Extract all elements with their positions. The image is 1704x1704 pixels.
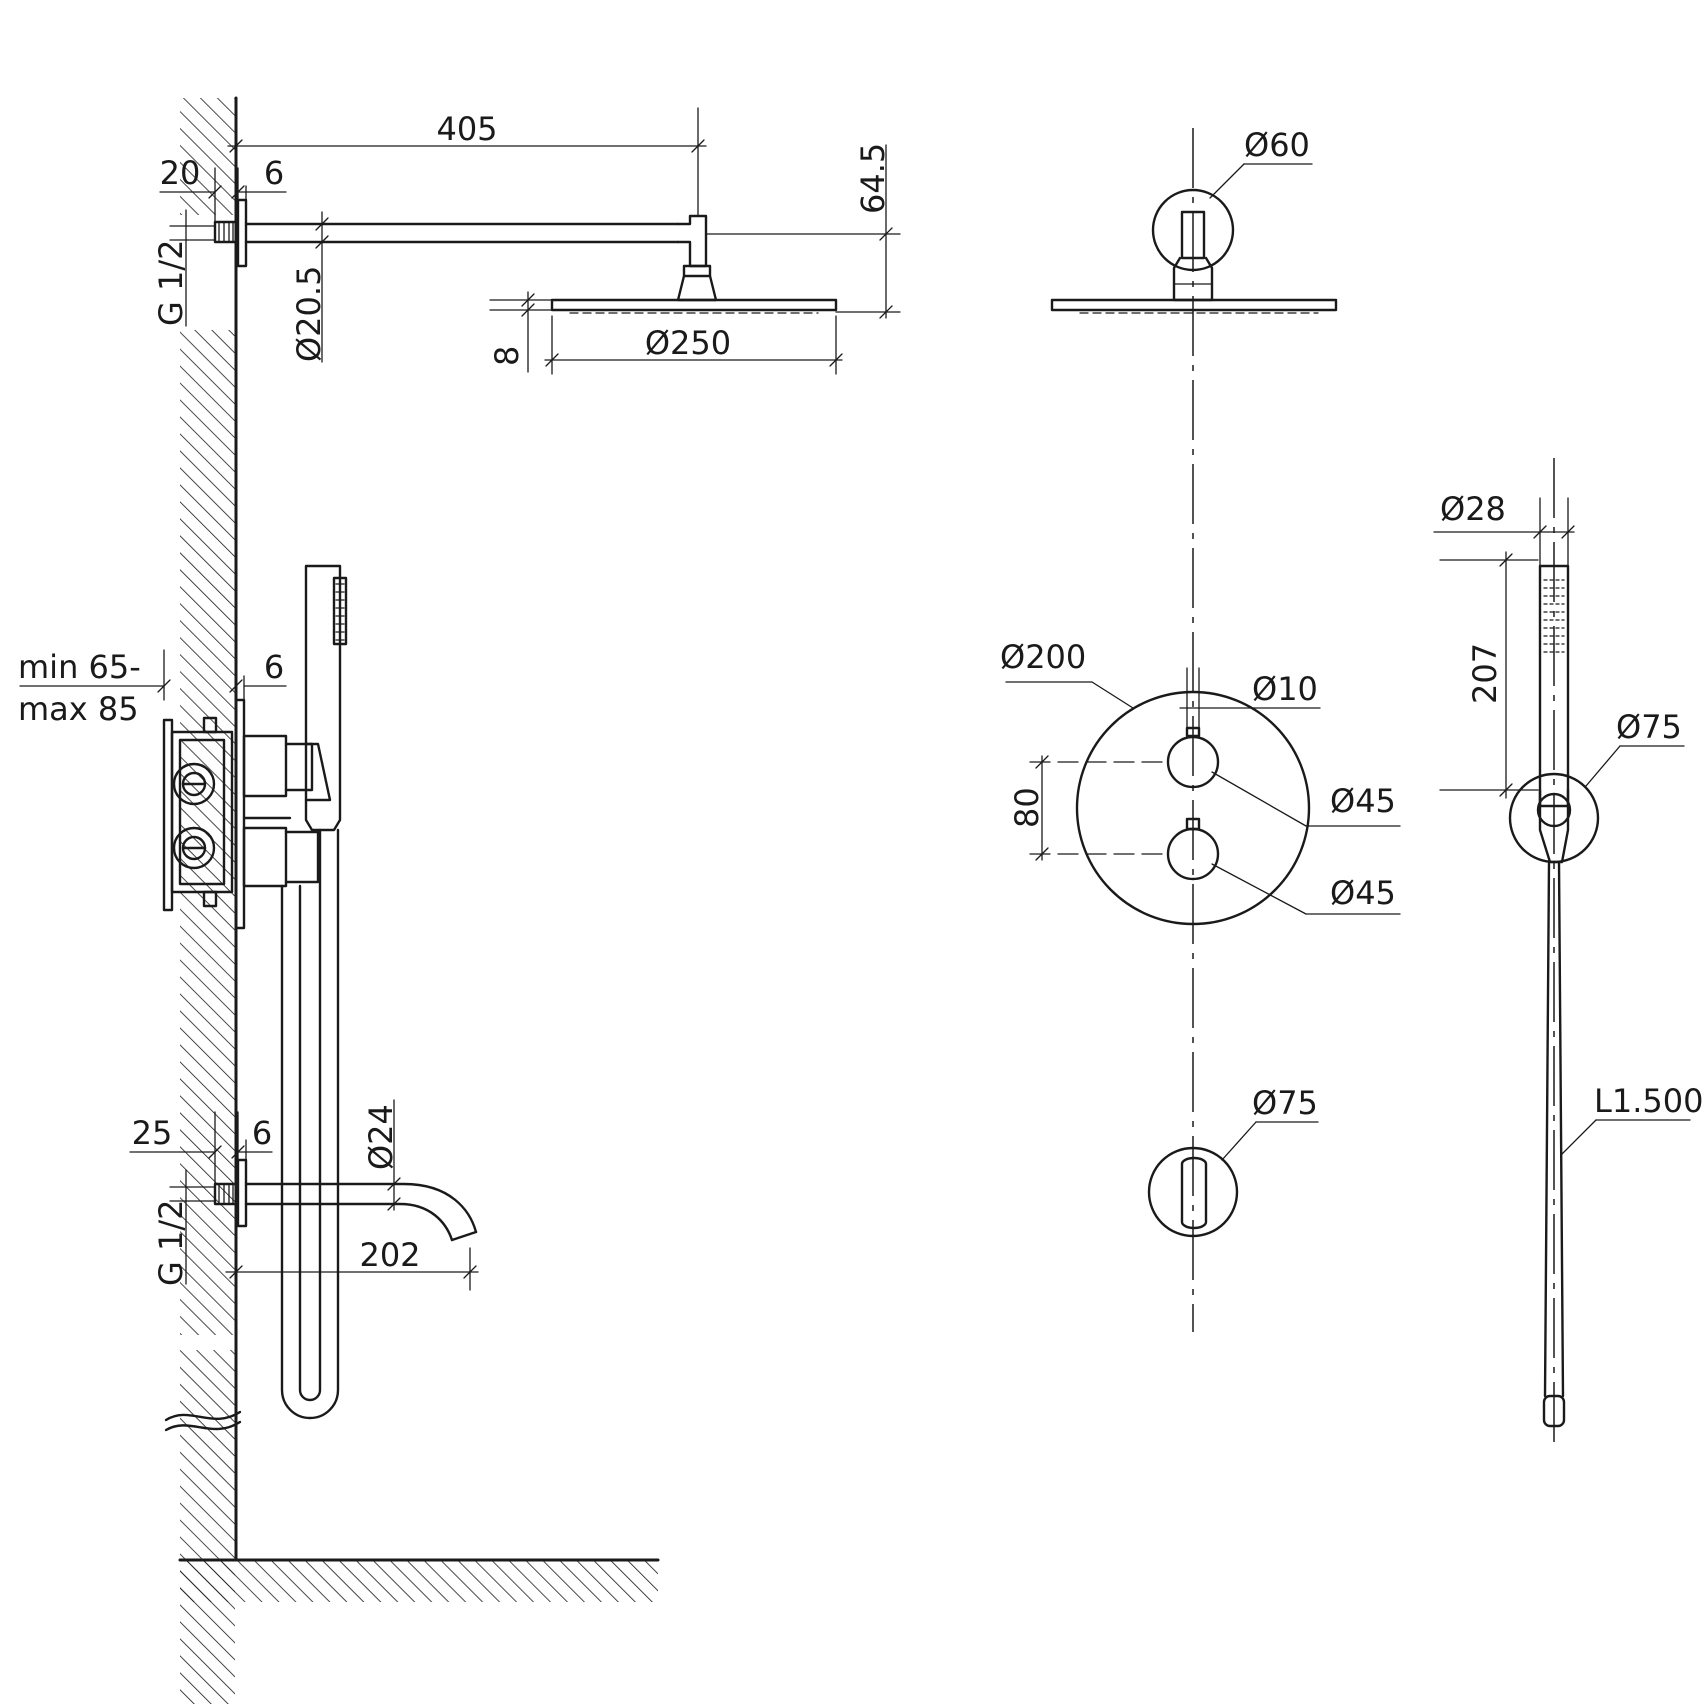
- dim-spout-offset: 25 6: [129, 1111, 273, 1185]
- plate-thickness-mid-label: 6: [264, 648, 284, 686]
- hose-front: [1542, 860, 1566, 1428]
- plate-diameter-label: Ø200: [1000, 638, 1086, 676]
- dim-arm-drop: 64.5: [705, 143, 901, 319]
- wall-offset-top-label: 20: [160, 154, 201, 192]
- thread-top-label: G 1/2: [152, 240, 190, 326]
- dim-arm-flange: Ø60: [1209, 126, 1313, 199]
- dim-box-depth: min 65- max 85 6: [18, 648, 287, 728]
- thermostat-plate-front: [1075, 690, 1311, 926]
- dim-arm-length: 405: [227, 107, 707, 216]
- thread-bottom-label: G 1/2: [152, 1200, 190, 1286]
- dim-handshower-length: 207: [1439, 551, 1539, 799]
- dim-plate-diameter: Ø200: [1000, 638, 1134, 709]
- spout-diameter-label: Ø24: [362, 1104, 400, 1170]
- holder-diameter-label: Ø75: [1616, 708, 1682, 746]
- dim-pin-diameter: Ø10: [1179, 667, 1321, 731]
- spout-length-label: 202: [359, 1236, 420, 1274]
- handshower-side: [304, 564, 348, 832]
- handshower-front: [1508, 564, 1600, 864]
- dim-head-thickness: 8: [488, 291, 553, 373]
- box-depth-max-label: max 85: [18, 690, 139, 728]
- dim-handshower-diameter: Ø28: [1433, 490, 1575, 567]
- arm-diameter-label: Ø20.5: [290, 266, 328, 362]
- spout-side: [213, 1158, 478, 1242]
- dim-handle-bottom: Ø45: [1211, 863, 1401, 915]
- arm-length-label: 405: [436, 110, 497, 148]
- mixer-box-side: [162, 698, 320, 930]
- dim-holder-diameter: Ø75: [1585, 708, 1685, 787]
- dim-spout-flange: Ø75: [1221, 1084, 1319, 1161]
- dim-arm-diameter: Ø20.5: [290, 211, 329, 363]
- shower-head-side: [550, 298, 838, 314]
- dim-thread-bottom: G 1/2: [152, 1169, 216, 1286]
- spout-flange-diameter-label: Ø75: [1252, 1084, 1318, 1122]
- spout-flange-front: [1147, 1146, 1239, 1238]
- spout-wall-offset-label: 25: [132, 1114, 173, 1152]
- handshower-diameter-label: Ø28: [1440, 490, 1506, 528]
- box-depth-min-label: min 65-: [18, 648, 141, 686]
- dim-handle-top: Ø45: [1211, 771, 1401, 827]
- pin-diameter-label: Ø10: [1252, 670, 1318, 708]
- arm-drop-label: 64.5: [854, 143, 892, 214]
- head-diameter-label: Ø250: [645, 324, 731, 362]
- dim-thread-top: G 1/2: [152, 209, 216, 327]
- dim-handle-spacing: 80: [1008, 755, 1169, 861]
- dim-spout-length: 202: [225, 1236, 479, 1291]
- dim-spout-diameter: Ø24: [362, 1099, 401, 1211]
- handshower-length-label: 207: [1466, 643, 1504, 704]
- floor-section: [178, 1558, 660, 1602]
- dim-hose-length: L1.500: [1561, 1082, 1703, 1155]
- spray-nozzles: [1543, 579, 1565, 653]
- arm-flange-diameter-label: Ø60: [1244, 126, 1310, 164]
- handle-bottom-diameter-label: Ø45: [1330, 874, 1396, 912]
- handle-top-diameter-label: Ø45: [1330, 782, 1396, 820]
- hose-side: [280, 828, 340, 1420]
- shower-head-front: [1050, 298, 1338, 314]
- head-thickness-label: 8: [488, 346, 526, 366]
- hose-length-label: L1.500: [1594, 1082, 1703, 1120]
- plate-thickness-top-label: 6: [264, 154, 284, 192]
- handle-spacing-label: 80: [1008, 787, 1046, 828]
- dim-top-wall-offset: 20 6: [159, 154, 287, 223]
- plate-thickness-bottom-label: 6: [252, 1114, 272, 1152]
- dim-head-diameter: Ø250: [544, 315, 843, 375]
